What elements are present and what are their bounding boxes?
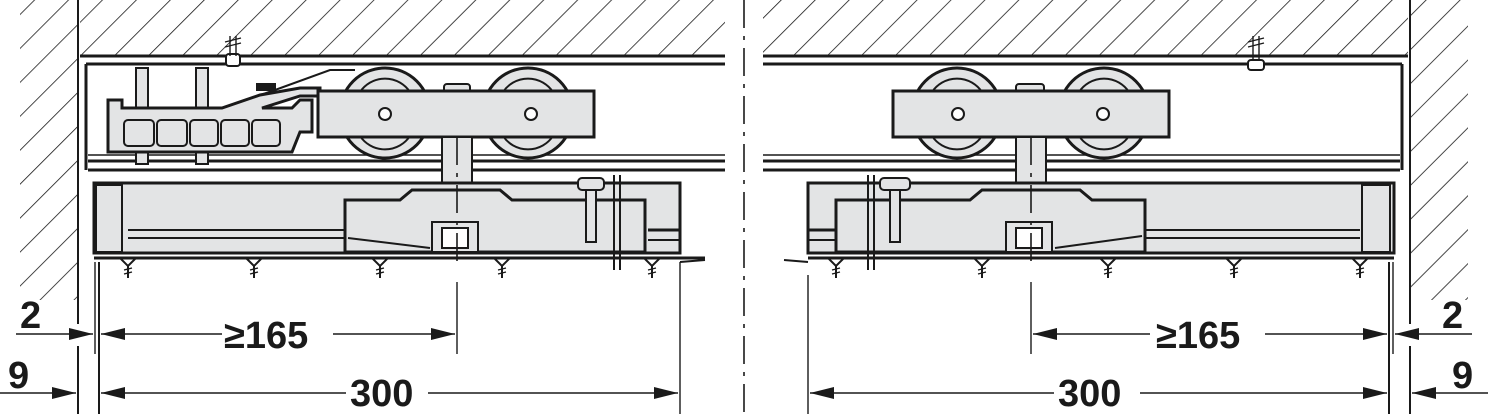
left-min-distance-dimension: ≥165 bbox=[224, 315, 308, 357]
roller-carriage-left bbox=[316, 66, 596, 186]
dimensions-left: 2 9 ≥165 300 bbox=[0, 262, 681, 414]
right-gap-dimension: 2 bbox=[1442, 295, 1463, 337]
left-wall-offset-dimension: 9 bbox=[8, 355, 29, 397]
left-view: 2 9 ≥165 300 bbox=[0, 0, 725, 414]
ceiling-hatch-right bbox=[763, 0, 1408, 58]
dimensions-right: 2 9 ≥165 300 bbox=[807, 262, 1488, 414]
soft-close-damper-left bbox=[106, 67, 355, 165]
ceiling-screw-left bbox=[224, 36, 242, 67]
ceiling-screw-right bbox=[1247, 36, 1265, 71]
door-rail-right bbox=[783, 137, 1396, 265]
roller-carriage-right bbox=[891, 66, 1171, 186]
mounting-screws-left bbox=[119, 257, 661, 278]
right-view: 2 9 ≥165 300 bbox=[763, 0, 1488, 414]
right-length-dimension: 300 bbox=[1058, 373, 1121, 414]
right-wall-offset-dimension: 9 bbox=[1452, 355, 1473, 397]
top-track-right bbox=[763, 62, 1404, 172]
door-rail-left bbox=[92, 137, 706, 265]
ceiling-hatch-left bbox=[80, 0, 725, 58]
wall-hatch-right bbox=[1409, 0, 1468, 300]
mounting-screws-right bbox=[827, 257, 1369, 278]
adjustment-screw-left bbox=[577, 175, 621, 270]
wall-hatch-left bbox=[20, 0, 79, 300]
right-min-distance-dimension: ≥165 bbox=[1156, 315, 1240, 357]
left-gap-dimension: 2 bbox=[20, 295, 41, 337]
left-length-dimension: 300 bbox=[350, 373, 413, 414]
top-track-left bbox=[84, 62, 725, 172]
adjustment-screw-right bbox=[867, 175, 911, 270]
